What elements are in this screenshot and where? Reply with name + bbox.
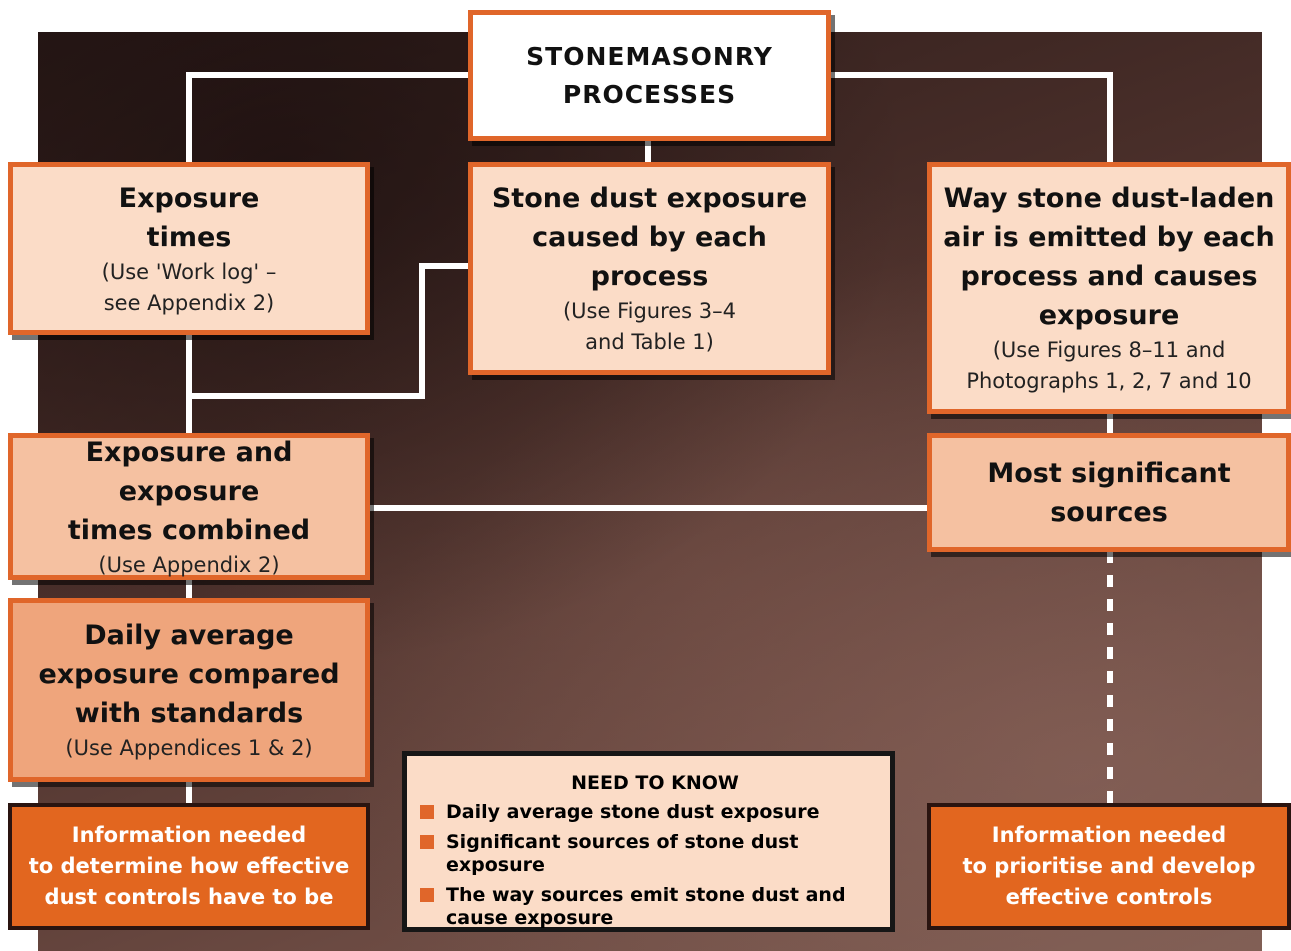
significant-sources-box: Most significant sources (927, 433, 1291, 552)
significant-sources-heading: Most significant sources (987, 457, 1231, 528)
stone-dust-box: Stone dust exposure caused by each proce… (468, 162, 831, 375)
way-emitted-box: Way stone dust-laden air is emitted by e… (927, 162, 1291, 414)
connector-right-dashed-vertical (1107, 551, 1113, 807)
connector-join-horizontal (186, 393, 425, 399)
stone-dust-heading: Stone dust exposure caused by each proce… (491, 183, 808, 292)
connector-top-right-horizontal (825, 72, 1113, 78)
info-right-box: Information needed to prioritise and dev… (927, 803, 1291, 930)
bullet-square-icon (420, 835, 434, 849)
connector-left-mid-vertical (186, 332, 192, 438)
info-left-text: Information needed to determine how effe… (28, 823, 350, 909)
need-to-know-item: Significant sources of stone dust exposu… (420, 831, 880, 877)
info-left-box: Information needed to determine how effe… (8, 803, 370, 930)
connector-stone-dust-vertical (419, 263, 425, 398)
bullet-square-icon (420, 805, 434, 819)
connector-top-left-horizontal (186, 72, 476, 78)
connector-combined-to-significant (368, 505, 931, 511)
need-to-know-item-text: Significant sources of stone dust exposu… (446, 831, 799, 876)
connector-right-top-vertical (1107, 72, 1113, 167)
combined-heading: Exposure and exposure times combined (67, 436, 311, 546)
connector-left-top-vertical (186, 72, 192, 167)
connector-stone-dust-horizontal (419, 263, 474, 269)
daily-average-box: Daily average exposure compared with sta… (8, 598, 370, 782)
info-right-text: Information needed to prioritise and dev… (962, 823, 1256, 909)
exposure-times-heading: Exposure times (118, 182, 260, 253)
title-box: STONEMASONRY PROCESSES (468, 10, 831, 141)
need-to-know-item-text: Daily average stone dust exposure (446, 801, 820, 823)
connector-left-bottom-vertical (186, 780, 192, 808)
way-emitted-heading: Way stone dust-laden air is emitted by e… (943, 183, 1275, 331)
exposure-times-sub: (Use 'Work log' – see Appendix 2) (101, 259, 277, 315)
combined-sub: (Use Appendix 2) (98, 552, 280, 577)
need-to-know-item-text: The way sources emit stone dust and caus… (446, 884, 846, 929)
need-to-know-box: NEED TO KNOW Daily average stone dust ex… (402, 751, 895, 932)
daily-average-heading: Daily average exposure compared with sta… (38, 620, 340, 729)
need-to-know-title: NEED TO KNOW (571, 772, 739, 794)
bullet-square-icon (420, 888, 434, 902)
daily-average-sub: (Use Appendices 1 & 2) (65, 736, 313, 760)
connector-right-mid-vertical (1107, 410, 1113, 438)
connector-left-lower-vertical (186, 578, 192, 603)
connector-title-to-stone-dust (645, 137, 651, 167)
way-emitted-sub: (Use Figures 8–11 and Photographs 1, 2, … (966, 338, 1252, 393)
stone-dust-sub: (Use Figures 3–4 and Table 1) (562, 299, 737, 354)
need-to-know-item: The way sources emit stone dust and caus… (420, 884, 880, 930)
combined-box: Exposure and exposure times combined (Us… (8, 433, 370, 580)
title-text: STONEMASONRY PROCESSES (526, 41, 773, 109)
exposure-times-box: Exposure times (Use 'Work log' – see App… (8, 162, 370, 335)
need-to-know-item: Daily average stone dust exposure (420, 801, 880, 824)
